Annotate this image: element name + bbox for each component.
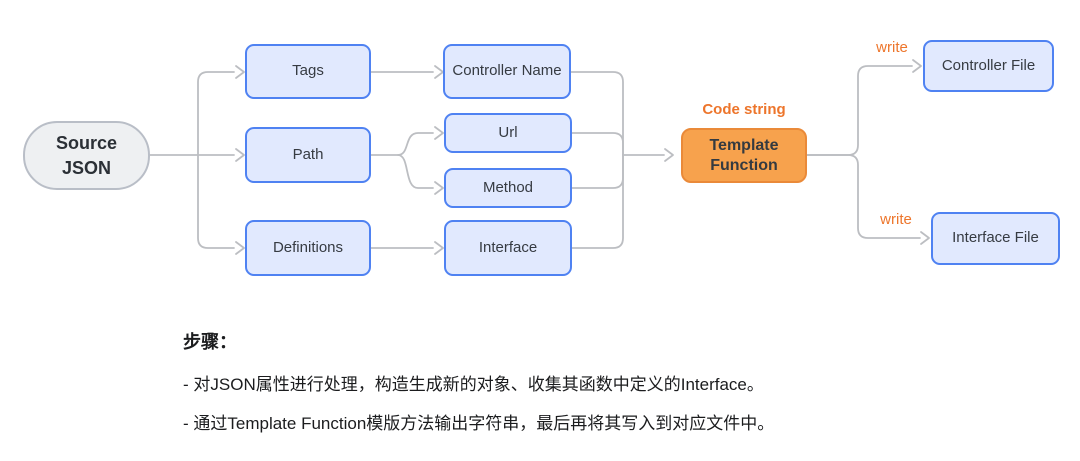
steps-item-1: - 对JSON属性进行处理，构造生成新的对象、收集其函数中定义的Interfac… xyxy=(183,375,764,394)
node-interface[interactable]: Interface xyxy=(444,220,572,276)
node-source-json[interactable]: Source JSON xyxy=(23,121,150,190)
node-tags[interactable]: Tags xyxy=(245,44,371,99)
write-label-bottom: write xyxy=(880,211,912,228)
steps-title: 步骤： xyxy=(183,332,237,352)
edge-source-to-tags xyxy=(197,65,245,156)
edge-path-to-method xyxy=(397,154,444,195)
node-interface-file[interactable]: Interface File xyxy=(931,212,1060,265)
edge-path-to-url xyxy=(370,126,444,156)
node-controller-name[interactable]: Controller Name xyxy=(443,44,571,99)
edge-tags-to-controller-name xyxy=(370,65,444,79)
edge-source-to-path xyxy=(149,148,245,162)
edge-definitions-to-interface xyxy=(370,241,444,255)
edge-template-to-controller-file xyxy=(806,59,922,156)
code-string-label: Code string xyxy=(702,101,786,118)
node-path[interactable]: Path xyxy=(245,127,371,183)
edge-merge-to-template-function xyxy=(570,71,674,249)
node-controller-file[interactable]: Controller File xyxy=(923,40,1054,92)
node-template-function[interactable]: Template Function xyxy=(681,128,807,183)
node-method[interactable]: Method xyxy=(444,168,572,208)
edge-template-to-interface-file xyxy=(806,154,930,245)
edge-source-to-definitions xyxy=(197,154,245,255)
write-label-top: write xyxy=(876,39,908,56)
node-definitions[interactable]: Definitions xyxy=(245,220,371,276)
steps-item-2: - 通过Template Function模版方法输出字符串，最后再将其写入到对… xyxy=(183,414,775,433)
steps-note: 步骤： - 对JSON属性进行处理，构造生成新的对象、收集其函数中定义的Inte… xyxy=(183,328,883,448)
node-url[interactable]: Url xyxy=(444,113,572,153)
